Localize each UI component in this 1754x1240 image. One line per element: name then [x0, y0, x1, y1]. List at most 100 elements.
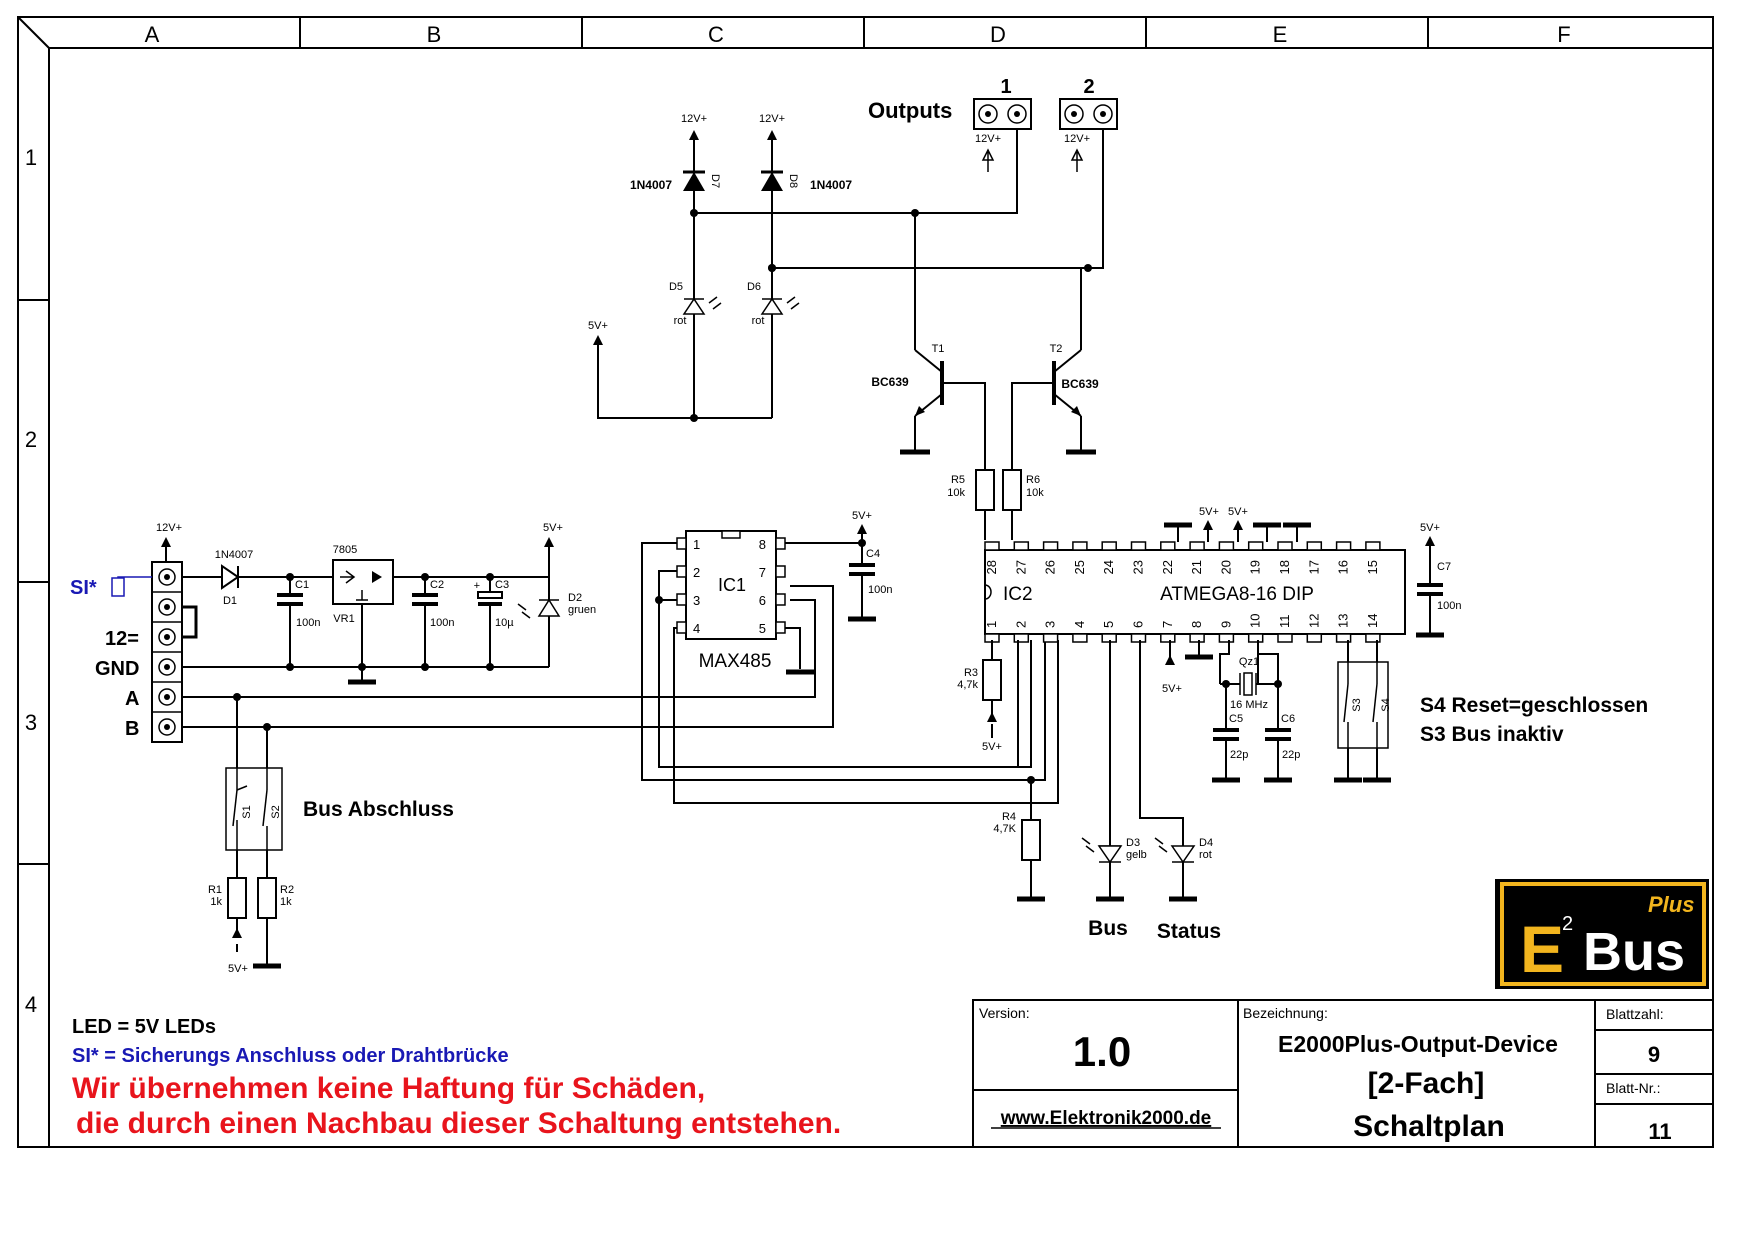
designation-label: Bezeichnung: — [1243, 1005, 1328, 1021]
row-label: 4 — [25, 992, 37, 1017]
ic2-pin — [1101, 541, 1117, 551]
ic2-pin-number: 23 — [1131, 560, 1146, 574]
ic1-name: IC1 — [718, 575, 746, 595]
column-label: A — [145, 22, 160, 47]
ic2-pin — [1013, 633, 1030, 643]
ic2-bottom-wiring: 5V+ R3 4,7k R4 4,7K D3 gelb Bus D4 rot S… — [957, 640, 1392, 943]
ic2-pin — [1130, 541, 1147, 551]
r5-name: R5 — [951, 474, 965, 486]
c6-value: 22p — [1282, 749, 1300, 761]
outputs-section: Outputs 1 2 12V+ 12V+ — [768, 76, 1118, 272]
ic2-pin — [1306, 633, 1323, 643]
r1-supply: 5V+ — [228, 963, 248, 975]
ic2-pin — [1365, 633, 1381, 643]
ic2-pin-number: 14 — [1365, 614, 1380, 628]
title-block — [972, 999, 1714, 1148]
bus-led-label: Bus — [1088, 917, 1128, 940]
ic2-pin-number: 12 — [1306, 614, 1321, 628]
ic2-pin-number: 4 — [1072, 621, 1087, 628]
terminal-a-label: A — [125, 688, 139, 710]
sheet-number-label: Blatt-Nr.: — [1606, 1080, 1660, 1096]
ic1-pin: 6 — [759, 593, 766, 608]
transistor-t1 — [900, 213, 986, 470]
logo-exponent: 2 — [1562, 913, 1573, 935]
diode-d7 — [683, 170, 705, 191]
r2-value: 1k — [280, 896, 292, 908]
d3-color: gelb — [1126, 849, 1147, 861]
warning-line-2: die durch einen Nachbau dieser Schaltung… — [76, 1107, 841, 1140]
ic1-pin: 4 — [693, 621, 700, 636]
logo-bus: Bus — [1583, 922, 1685, 982]
ic2-pin — [1218, 541, 1235, 551]
r3-supply: 5V+ — [982, 741, 1002, 753]
output-2-supply: 12V+ — [1064, 133, 1090, 145]
vr1-type: 7805 — [333, 544, 357, 556]
ic2-pin — [1247, 541, 1264, 551]
si-note: SI* = Sicherungs Anschluss oder Drahtbrü… — [72, 1045, 509, 1067]
row-label: 1 — [25, 145, 37, 170]
c3-plus: + — [474, 580, 480, 592]
led-note: LED = 5V LEDs — [72, 1016, 216, 1038]
t1-name: T1 — [932, 343, 945, 355]
terminal-gnd-label: GND — [95, 658, 139, 680]
column-label: F — [1557, 22, 1570, 47]
ic2-pin-number: 24 — [1101, 560, 1116, 574]
terminal-supply: 12V+ — [156, 522, 182, 534]
e2bus-logo: E 2 Bus Plus — [1495, 879, 1709, 989]
website-link[interactable]: www.Elektronik2000.de — [1000, 1108, 1212, 1129]
ic2-pin — [1247, 633, 1264, 643]
r6-name: R6 — [1026, 474, 1040, 486]
diode-d8 — [761, 170, 783, 191]
ic2-pin — [1072, 633, 1088, 643]
version-value: 1.0 — [1073, 1028, 1131, 1075]
output-2-connector — [1059, 98, 1118, 130]
column-label: C — [708, 22, 724, 47]
led-d5 — [682, 296, 722, 315]
column-label: D — [990, 22, 1006, 47]
ic1-pin: 2 — [693, 565, 700, 580]
transistor-t2 — [1011, 268, 1096, 470]
ic2-pin — [1277, 541, 1293, 551]
d1-name: D1 — [223, 595, 237, 607]
c1-name: C1 — [295, 579, 309, 591]
ic2-pin-number: 11 — [1277, 615, 1292, 629]
ic1-pin: 3 — [693, 593, 700, 608]
ic2-pin — [1335, 541, 1352, 551]
power-section: 12V+ SI* 12= GND A B 1N4 — [70, 522, 596, 743]
ic1-pin: 1 — [693, 537, 700, 552]
vr1-name: VR1 — [333, 613, 354, 625]
r3-name: R3 — [964, 667, 978, 679]
ic2-pin-number: 1 — [984, 621, 999, 628]
ic2-pin-number: 16 — [1336, 560, 1351, 574]
d7-supply: 12V+ — [681, 113, 707, 125]
ic2-type: ATMEGA8-16 DIP — [1160, 584, 1314, 605]
ic2-pin — [1189, 541, 1205, 551]
t1-type: BC639 — [871, 375, 909, 389]
c6-name: C6 — [1281, 713, 1295, 725]
ic2-pin — [984, 541, 1000, 551]
ic1-pin: 5 — [759, 621, 766, 636]
sheet-count-label: Blattzahl: — [1606, 1006, 1664, 1022]
ic2-pin-number: 10 — [1248, 614, 1263, 628]
c3-value: 10µ — [495, 617, 514, 629]
bus-lines: S1 S2 Bus Abschluss R1 1k R2 1k 5V+ — [182, 585, 834, 975]
d1-type: 1N4007 — [215, 549, 254, 561]
c7-decoupling: 5V+ C7 100n — [1416, 522, 1461, 638]
d8-type: 1N4007 — [810, 178, 852, 192]
ic2-atmega8 — [984, 549, 1406, 635]
r1-value: 1k — [210, 896, 222, 908]
ic1-type: MAX485 — [699, 651, 772, 672]
c7-value: 100n — [1437, 600, 1461, 612]
ic2-pin — [1306, 541, 1323, 551]
bus-termination-label: Bus Abschluss — [303, 798, 454, 821]
r4-name: R4 — [1002, 811, 1016, 823]
ic1-pin: 8 — [759, 537, 766, 552]
d3-name: D3 — [1126, 837, 1140, 849]
ic2-pin — [1042, 633, 1059, 643]
d2-color: gruen — [568, 604, 596, 616]
ic2-pin — [1013, 541, 1030, 551]
d8-name: D8 — [787, 174, 799, 188]
ic2-pin-number: 26 — [1043, 560, 1058, 574]
ic1-max485 — [676, 530, 786, 640]
ic2-pin-number: 17 — [1306, 560, 1321, 574]
